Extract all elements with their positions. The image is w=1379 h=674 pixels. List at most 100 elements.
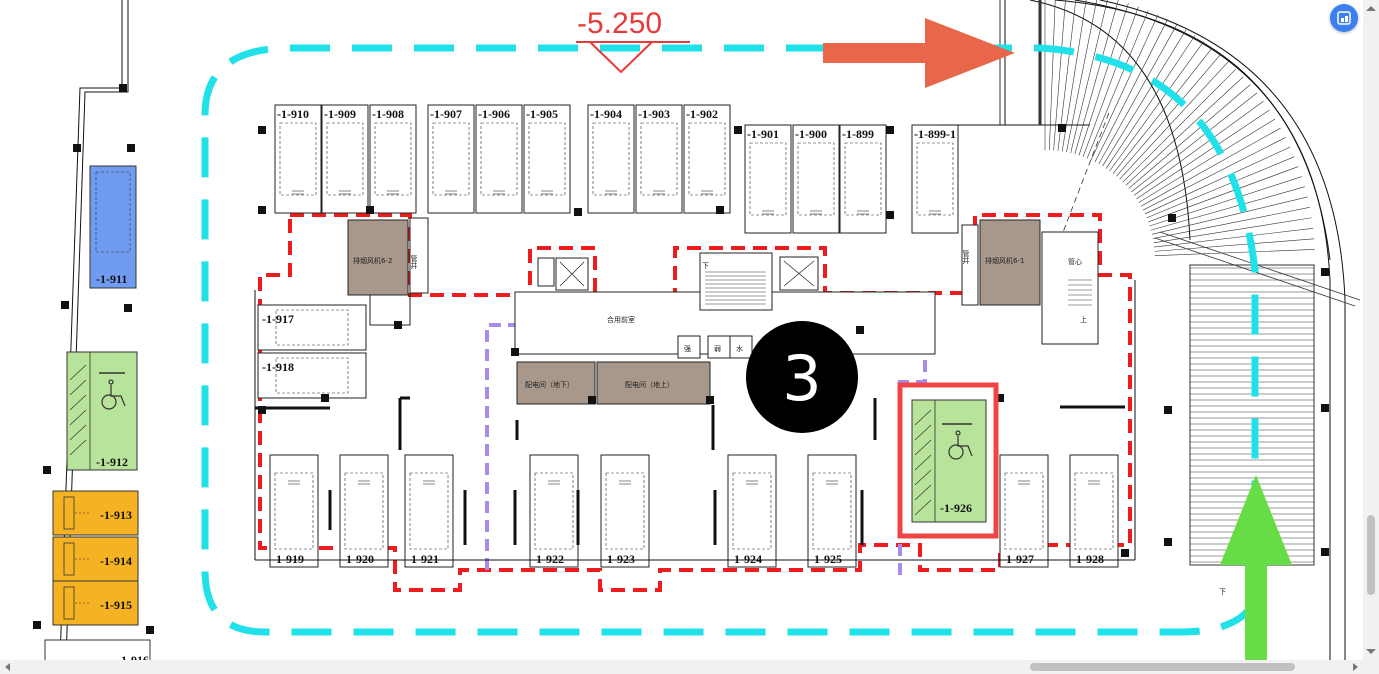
parking-slot-label: -1-921 [407, 552, 439, 566]
utility-room-label: 弱 [714, 345, 721, 353]
parking-slot-label: -1-908 [372, 107, 404, 121]
utility-room-label: 强 [684, 345, 691, 353]
interior-walls [255, 396, 1125, 545]
parking-slot[interactable]: -1-905 [523, 104, 571, 214]
parking-slot-label: -1-909 [324, 107, 356, 121]
bottom-row-slots: -1-919 -1-920 -1-921 -1-922 -1-923 -1-924 -1-9… [269, 454, 1119, 568]
vertical-scroll-thumb[interactable] [1367, 515, 1375, 595]
slot-yellow[interactable]: -1-915 [52, 580, 139, 626]
parking-slot[interactable]: -1-919 [269, 454, 319, 568]
slot-green[interactable] [66, 351, 138, 471]
column [716, 206, 724, 214]
stair-right-up-label: 上 [1080, 315, 1087, 324]
horizontal-scrollbar[interactable] [0, 660, 1363, 674]
column [1058, 124, 1066, 132]
slot-yellow[interactable]: -1-914 [52, 536, 139, 582]
parking-slot-label: -1-904 [590, 107, 622, 121]
parking-slot[interactable]: -1-906 [475, 104, 523, 214]
parking-slot[interactable]: -1-903 [635, 104, 683, 214]
column [146, 626, 154, 634]
column [124, 304, 132, 312]
slot-yellow-label: -1-914 [100, 554, 132, 568]
green-direction-arrow [1220, 475, 1292, 674]
parking-slot[interactable]: -1-917 [257, 304, 367, 351]
rooms: 排烟风机6-2 管井 排烟风机6-1 管井 管心 上 合用前室 下 [347, 217, 1099, 405]
columns [33, 84, 1329, 634]
storage-room-1-label: 配电间（地下） [525, 380, 574, 389]
utility-room-label: 水 [736, 344, 743, 353]
parking-slot[interactable]: -1-902 [683, 104, 731, 214]
building-walls [254, 124, 1136, 561]
parking-slot[interactable]: -1-922 [529, 454, 579, 568]
parking-slot[interactable]: -1-928 [1069, 454, 1119, 568]
column [856, 326, 864, 334]
column [1121, 549, 1129, 557]
stair-misc-label: 管心 [1068, 257, 1082, 266]
fan-room-right [979, 219, 1041, 306]
parking-slot[interactable]: -1-924 [727, 454, 777, 568]
scroll-right-icon[interactable] [1353, 663, 1358, 671]
parking-slot-label: -1-918 [262, 360, 294, 374]
column [73, 144, 81, 152]
parking-slot-label: -1-924 [730, 552, 762, 566]
column [1168, 214, 1176, 222]
parking-slot[interactable]: -1-909 [321, 104, 369, 214]
zone-number: 3 [782, 342, 821, 415]
parking-slot[interactable]: -1-908 [369, 104, 417, 214]
parking-slot[interactable]: -1-904 [587, 104, 635, 214]
slot-blue-label: -1-911 [96, 272, 127, 286]
parking-slot-label: -1-917 [262, 312, 294, 326]
parking-slot[interactable]: -1-925 [807, 454, 857, 568]
left-side-slots: -1-917 -1-918 [257, 304, 367, 399]
column [588, 396, 596, 404]
slot-accessible-label: -1-926 [940, 501, 972, 515]
column [511, 348, 519, 356]
parking-slot[interactable]: -1-910 [274, 104, 322, 214]
column [258, 406, 266, 414]
column [574, 208, 582, 216]
column [33, 621, 41, 629]
parking-slot[interactable]: -1-901 [744, 124, 792, 234]
zone-marker: 3 [746, 321, 858, 433]
parking-slot[interactable]: -1-899 [839, 124, 887, 234]
column [886, 211, 894, 219]
parking-slot[interactable]: -1-918 [257, 352, 367, 399]
accessible-slot-highlight[interactable]: -1-926 [897, 382, 999, 539]
horizontal-scroll-thumb[interactable] [1030, 663, 1295, 671]
corridor-label: 合用前室 [607, 315, 635, 324]
scroll-left-icon[interactable] [5, 663, 10, 671]
column [43, 466, 51, 474]
parking-slot[interactable]: -1-920 [339, 454, 389, 568]
parking-slot-label: -1-899-1 [914, 127, 956, 141]
parking-slot[interactable]: -1-921 [404, 454, 454, 568]
parking-slot[interactable]: -1-907 [427, 104, 475, 214]
parking-slot-label: -1-910 [277, 107, 309, 121]
parking-slot[interactable]: -1-900 [792, 124, 840, 234]
column [61, 301, 69, 309]
vertical-scrollbar[interactable] [1363, 0, 1379, 674]
scroll-up-icon[interactable] [1366, 6, 1376, 11]
parking-slot[interactable]: -1-899-1 [911, 124, 959, 234]
parking-slot[interactable]: -1-927 [999, 454, 1049, 568]
scroll-down-icon[interactable] [1366, 649, 1376, 654]
column [394, 321, 402, 329]
storage-room-1 [516, 361, 596, 405]
slot-green-label: -1-912 [96, 455, 128, 469]
cyan-traffic-route [201, 44, 1259, 636]
column [996, 394, 1004, 402]
slot-yellow[interactable]: -1-913 [52, 490, 139, 536]
parking-slot[interactable]: -1-923 [600, 454, 650, 568]
parking-slot-label: -1-906 [478, 107, 510, 121]
utility-room: 弱 [707, 335, 731, 359]
parking-slot-label: -1-907 [430, 107, 462, 121]
slot-blue[interactable] [89, 165, 137, 289]
parking-slot-label: -1-922 [532, 552, 564, 566]
column [258, 206, 266, 214]
column [734, 126, 742, 134]
parking-slot-label: -1-928 [1072, 552, 1104, 566]
column [1164, 538, 1172, 546]
stair-center-down-label: 下 [702, 262, 709, 270]
layers-button[interactable] [1330, 4, 1358, 32]
